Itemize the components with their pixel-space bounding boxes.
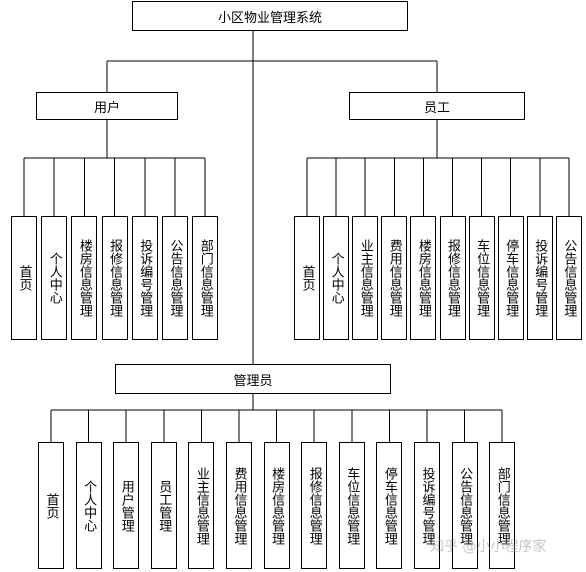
admin-module-5: 业主信息管理	[188, 442, 215, 569]
staff-module-3: 业主信息管理	[352, 216, 379, 340]
staff-module-10: 公告信息管理	[555, 216, 582, 340]
admin-module-7: 楼房信息管理	[263, 442, 290, 569]
admin-module-6: 费用信息管理	[226, 442, 252, 569]
admin-module-11: 投诉编号管理	[414, 442, 440, 569]
staff-module-9: 投诉编号管理	[526, 216, 553, 340]
admin-module-9: 车位信息管理	[338, 442, 365, 569]
staff-module-6: 报修信息管理	[439, 216, 466, 340]
admin-module-8: 报修信息管理	[301, 442, 328, 569]
staff-module-7: 车位信息管理	[468, 216, 495, 340]
user-module-2: 个人中心	[41, 216, 68, 340]
admin-module-4: 员工管理	[150, 442, 177, 569]
admin-module-1: 首页	[38, 442, 64, 569]
admin-module-12: 公告信息管理	[451, 442, 478, 569]
user-module-6: 公告信息管理	[162, 216, 188, 340]
root-node: 小区物业管理系统	[132, 1, 408, 31]
admin-module-10: 停车信息管理	[376, 442, 403, 569]
user-module-3: 楼房信息管理	[71, 216, 98, 340]
user-module-5: 投诉编号管理	[131, 216, 158, 340]
user-module-7: 部门信息管理	[192, 216, 219, 340]
user-module-1: 首页	[11, 216, 37, 340]
user-role-node: 用户	[36, 92, 178, 120]
staff-module-5: 楼房信息管理	[410, 216, 437, 340]
staff-role-node: 员工	[349, 92, 525, 120]
staff-module-4: 费用信息管理	[381, 216, 408, 340]
user-module-4: 报修信息管理	[101, 216, 128, 340]
admin-module-2: 个人中心	[75, 442, 102, 569]
staff-module-2: 个人中心	[323, 216, 350, 340]
admin-module-13: 部门信息管理	[489, 442, 516, 569]
admin-role-node: 管理员	[115, 364, 391, 394]
staff-module-8: 停车信息管理	[497, 216, 524, 340]
admin-module-3: 用户管理	[113, 442, 140, 569]
watermark: 知乎 @小小程序家	[430, 539, 547, 555]
staff-module-1: 首页	[294, 216, 320, 340]
